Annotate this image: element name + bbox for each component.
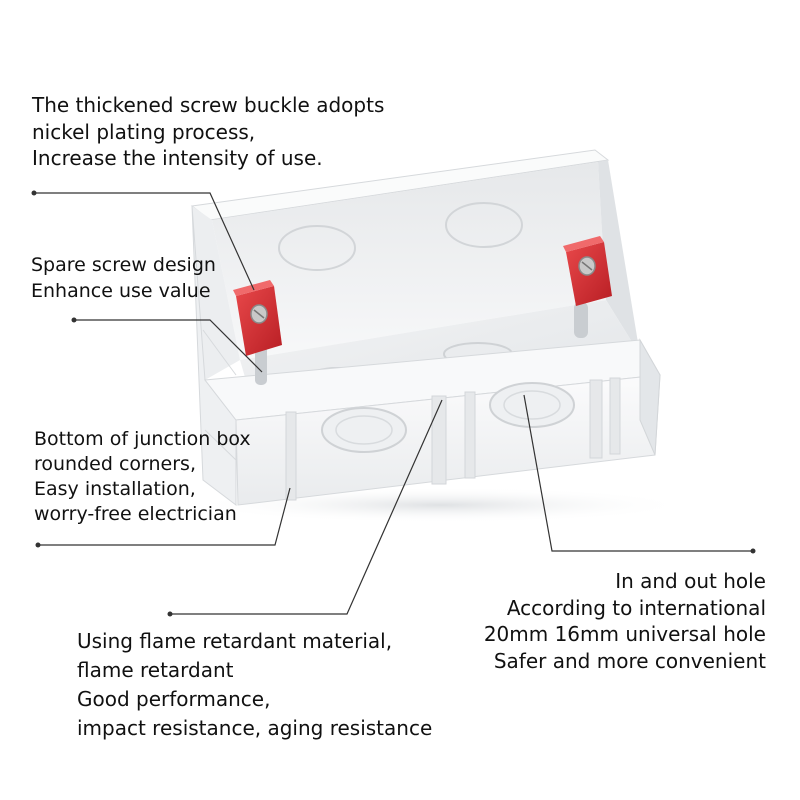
callout-in-out-hole-line-1: In and out hole	[615, 569, 766, 593]
leader-line-flame-retardant	[167, 399, 443, 617]
callout-spare-screw-line-1: Spare screw design	[31, 254, 216, 276]
callout-spare-screw-line-2: Enhance use value	[31, 279, 211, 302]
box-left-inner-wall	[192, 206, 240, 380]
box-back-wall	[212, 162, 606, 360]
front-knockout-left	[321, 407, 407, 453]
back-knockout-right	[445, 202, 523, 248]
screw-bracket-icon	[563, 236, 612, 306]
callout-screw-buckle-line-3: Increase the intensity of use.	[32, 146, 323, 170]
callout-bottom-corners-line-3: Easy installation,	[34, 478, 196, 500]
box-left-side	[191, 205, 237, 507]
leader-line-in-out-hole	[523, 394, 756, 554]
callout-flame-retardant: Using flame retardant material, flame re…	[77, 627, 432, 743]
junction-box-illustration	[190, 149, 661, 507]
callout-flame-retardant-line-4: impact resistance, aging resistance	[77, 716, 433, 740]
leader-line-bottom-corners	[35, 487, 291, 548]
callout-spare-screw: Spare screw design Enhance use value	[31, 253, 216, 304]
front-ribs	[285, 377, 621, 501]
callout-screw-buckle-line-2: nickel plating process,	[32, 119, 256, 144]
box-right-side	[639, 338, 661, 456]
leader-line-screw-buckle	[31, 190, 255, 291]
callout-screw-buckle: The thickened screw buckle adopts nickel…	[32, 92, 384, 172]
front-knockout-right	[489, 382, 575, 428]
callout-bottom-corners-line-1: Bottom of junction box	[34, 428, 251, 450]
box-right-inner-wall	[598, 160, 640, 355]
leader-lines	[31, 190, 756, 617]
callout-in-out-hole-line-3: 20mm 16mm universal hole	[483, 622, 766, 646]
callout-in-out-hole-line-2: According to international	[506, 595, 766, 620]
callout-flame-retardant-line-2: flame retardant	[77, 658, 234, 682]
callout-in-out-hole-line-4: Safer and more convenient	[493, 648, 766, 673]
callout-bottom-corners-line-2: rounded corners,	[34, 453, 196, 475]
leader-line-spare-screw	[71, 317, 263, 373]
callout-flame-retardant-line-3: Good performance,	[77, 687, 271, 711]
callout-bottom-corners: Bottom of junction box rounded corners, …	[34, 427, 251, 527]
callout-flame-retardant-line-1: Using flame retardant material,	[77, 629, 393, 653]
back-knockout-left	[278, 225, 356, 271]
callout-bottom-corners-line-4: worry-free electrician	[34, 503, 237, 525]
callout-screw-buckle-line-1: The thickened screw buckle adopts	[32, 93, 385, 117]
callout-in-out-hole: In and out hole According to internation…	[484, 568, 766, 674]
